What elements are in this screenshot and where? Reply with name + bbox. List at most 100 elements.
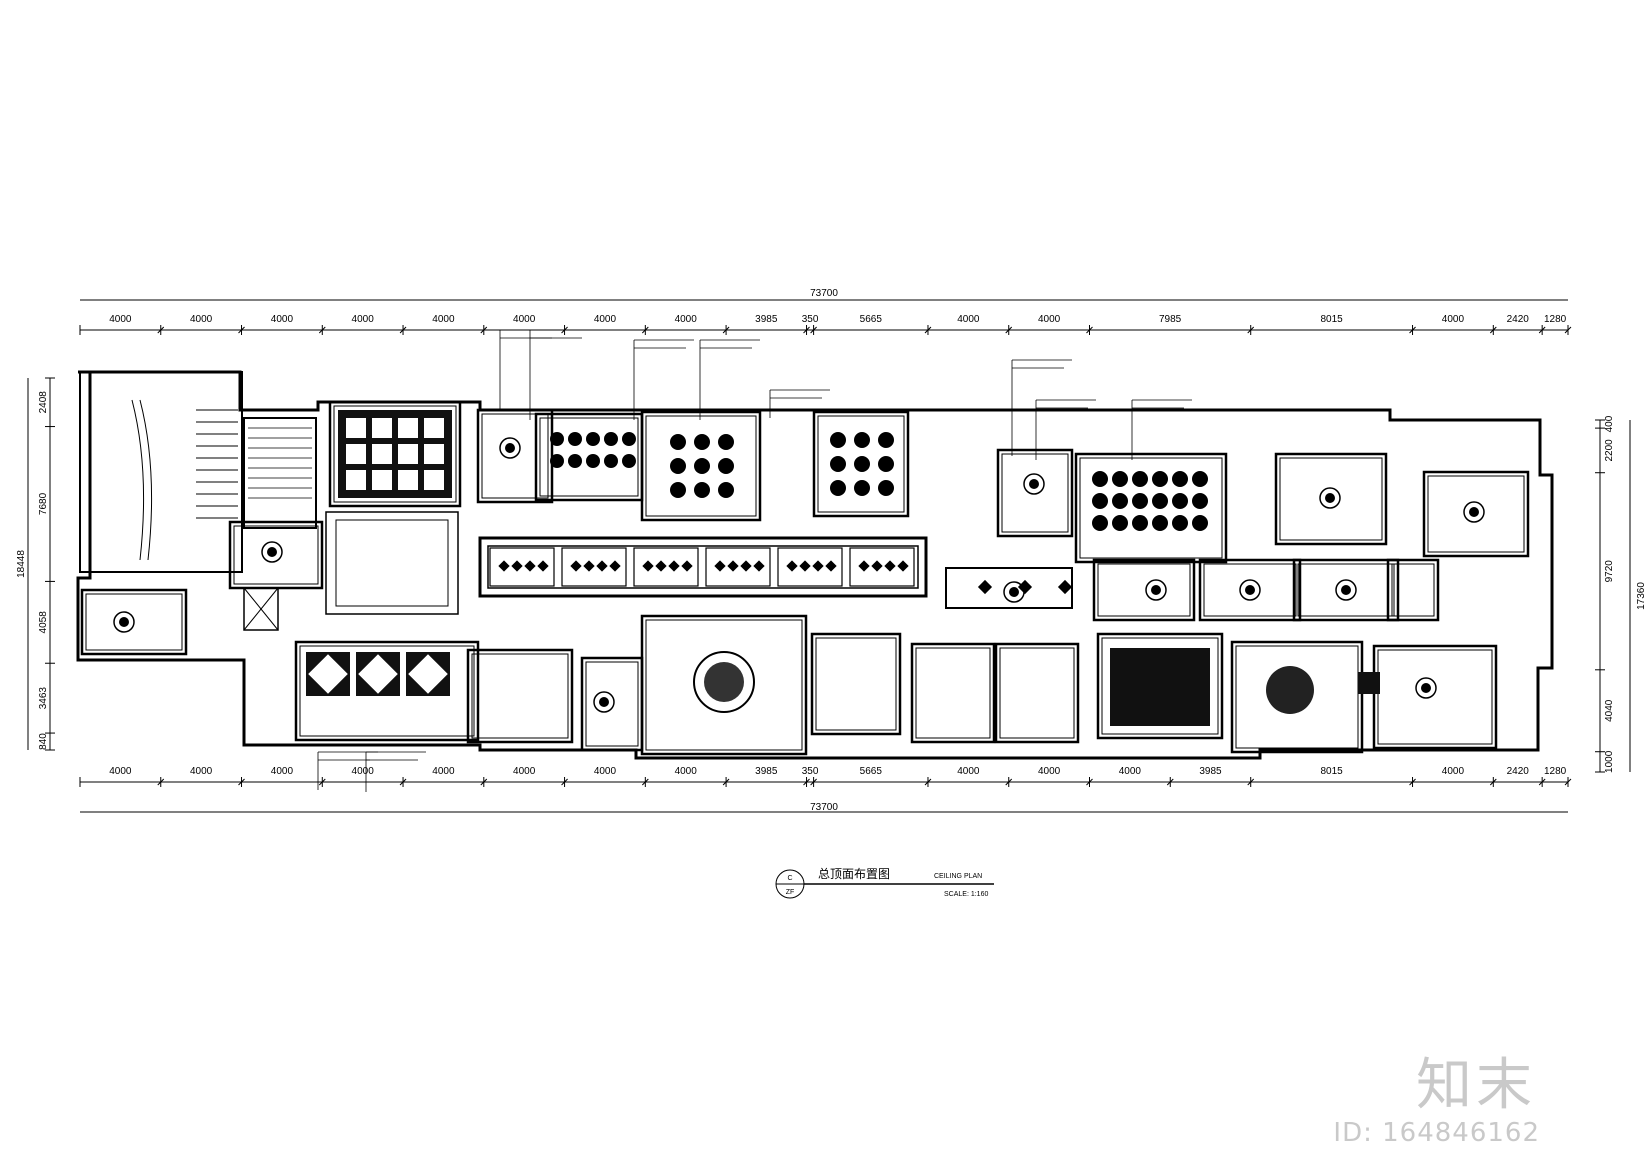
ceiling-room-inner <box>1097 563 1191 617</box>
bottom-dimension: 4000 <box>432 766 455 777</box>
overall-dimension-bottom: 73700 <box>810 802 838 813</box>
dimension-ticks <box>45 325 1605 787</box>
ceiling-room-frame <box>228 520 324 590</box>
ceiling-lamp-dot <box>1152 493 1168 509</box>
ceiling-room-inner <box>645 619 803 751</box>
ceiling-lamp-dot <box>568 432 582 446</box>
stair-curve <box>131 399 145 561</box>
ceiling-room-inner <box>915 647 991 739</box>
left-dimension: 4058 <box>38 611 49 634</box>
ceiling-room-frame <box>810 632 902 736</box>
panel-cell <box>398 444 418 464</box>
ceiling-rosette <box>1023 473 1045 495</box>
panel-cell <box>372 470 392 490</box>
ceiling-room-inner <box>1235 645 1359 749</box>
central-medallion <box>693 651 755 713</box>
ceiling-lamp-dot <box>1152 471 1168 487</box>
ceiling-lamp-dot <box>718 482 734 498</box>
panel-cell <box>424 418 444 438</box>
corridor-panel <box>777 547 843 587</box>
ceiling-room-inner <box>999 647 1075 739</box>
ceiling-lamp-dot <box>1112 493 1128 509</box>
medallion <box>1266 666 1314 714</box>
title-block: C ZF 总顶面布置图 CEILING PLAN SCALE: 1:160 <box>775 867 994 899</box>
top-dimension: 1280 <box>1544 314 1567 325</box>
scale-label: SCALE: 1:160 <box>944 891 988 898</box>
top-dimension: 2420 <box>1507 314 1530 325</box>
ceiling-lamp-dot <box>854 480 870 496</box>
overall-dimension-top: 73700 <box>810 288 838 299</box>
ceiling-room-inner <box>1001 453 1069 533</box>
ceiling-room-frame <box>80 588 188 656</box>
ceiling-lamp-dot <box>1172 515 1188 531</box>
corridor-panel <box>561 547 627 587</box>
open-atrium <box>325 511 459 615</box>
ceiling-room-inner <box>1297 563 1395 617</box>
ceiling-lamp-dot <box>586 432 600 446</box>
stair-core <box>243 417 317 529</box>
ceiling-rosette <box>593 691 615 713</box>
bottom-dimension: 4000 <box>271 766 294 777</box>
ceiling-room-inner <box>1079 457 1223 559</box>
stair-curve-2 <box>139 399 153 561</box>
ceiling-room-frame <box>996 448 1074 538</box>
ceiling-lamp-dot <box>670 434 686 450</box>
left-dimension: 840 <box>38 733 49 750</box>
top-dimension: 4000 <box>957 314 980 325</box>
ceiling-room-inner <box>1427 475 1525 553</box>
bottom-dimension: 1280 <box>1544 766 1567 777</box>
ceiling-lamp-dot <box>1112 515 1128 531</box>
main-corridor <box>478 536 928 598</box>
ceiling-room-frame <box>1074 452 1228 564</box>
ceiling-rosette <box>1319 487 1341 509</box>
ceiling-room-inner <box>471 653 569 739</box>
ceiling-room-frame <box>1198 558 1302 622</box>
watermark-logo: 知末 <box>1416 1053 1536 1118</box>
ceiling-room-inner <box>817 415 905 513</box>
ceiling-room-inner <box>815 637 897 731</box>
bottom-dimension: 4000 <box>1038 766 1061 777</box>
ceiling-room-frame <box>580 656 644 752</box>
panel-cell <box>398 470 418 490</box>
ceiling-room-inner <box>1203 563 1297 617</box>
ceiling-room-frame <box>1386 558 1440 622</box>
ceiling-rosette <box>499 437 521 459</box>
ceiling-room-inner <box>481 413 549 499</box>
ceiling-room-frame <box>1230 640 1364 754</box>
ceiling-lamp-dot <box>878 432 894 448</box>
bottom-dimension: 4000 <box>190 766 213 777</box>
panel-cell <box>424 444 444 464</box>
ceiling-rosette <box>1145 579 1167 601</box>
corridor-panel <box>489 547 555 587</box>
ceiling-room-frame <box>1292 558 1400 622</box>
ceiling-rosette <box>1463 501 1485 523</box>
ceiling-lamp-dot <box>1192 493 1208 509</box>
right-dimension: 2200 <box>1604 439 1615 462</box>
bottom-dimension: 8015 <box>1321 766 1344 777</box>
ceiling-lamp-dot <box>694 434 710 450</box>
ceiling-lamp-dot <box>1092 493 1108 509</box>
ceiling-lamp-dot <box>830 432 846 448</box>
bottom-dimension: 4000 <box>109 766 132 777</box>
top-dimension: 4000 <box>1038 314 1061 325</box>
ceiling-lamp-dot <box>694 482 710 498</box>
ceiling-lamp-dot <box>878 456 894 472</box>
ceiling-lamp-dot <box>694 458 710 474</box>
right-dimension: 400 <box>1604 415 1615 432</box>
ceiling-lamp-dot <box>1092 471 1108 487</box>
top-dimension: 4000 <box>190 314 213 325</box>
bottom-dimension: 3985 <box>1199 766 1222 777</box>
annotation-leaders <box>317 329 1192 792</box>
ceiling-lamp-dot <box>670 458 686 474</box>
top-dimension: 4000 <box>352 314 375 325</box>
ceiling-room-inner <box>1377 649 1493 745</box>
stair-treads-left <box>196 409 238 519</box>
ceiling-lamp-dot <box>622 454 636 468</box>
panel-cell <box>398 418 418 438</box>
bottom-dimension: 4000 <box>675 766 698 777</box>
ceiling-lamp-dot <box>1192 471 1208 487</box>
top-dimension: 4000 <box>1442 314 1465 325</box>
ceiling-room-inner <box>645 415 757 517</box>
ceiling-room-frame <box>466 648 574 744</box>
ceiling-lamp-dot <box>1132 515 1148 531</box>
